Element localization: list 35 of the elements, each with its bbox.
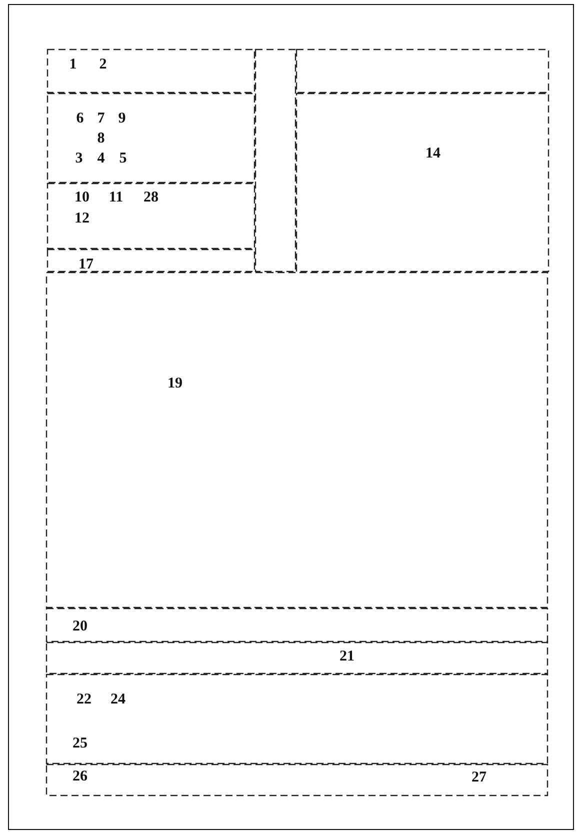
callout-number: 4	[97, 152, 105, 166]
callout-number: 12	[74, 212, 90, 226]
callout-number: 2	[99, 58, 107, 72]
callout-number: 25	[72, 736, 88, 752]
callout-number: 28	[144, 190, 158, 206]
callout-number: 6	[76, 112, 84, 126]
callout-number: 9	[118, 112, 126, 126]
callout-number: 17	[78, 258, 94, 272]
layout-zone	[47, 183, 255, 249]
callout-number: 3	[75, 152, 83, 166]
callout-number: 1	[69, 58, 77, 72]
layout-zone	[255, 49, 296, 272]
callout-number: 8	[97, 132, 105, 146]
layout-zone	[46, 608, 548, 642]
callout-number: 5	[119, 152, 127, 166]
callout-number: 10	[74, 190, 90, 206]
callout-number: 11	[108, 190, 124, 206]
layout-zone	[46, 642, 548, 674]
layout-zone	[46, 272, 548, 608]
callout-number: 22	[76, 692, 92, 708]
layout-zone	[47, 49, 255, 93]
callout-number: 20	[72, 620, 88, 634]
layout-zone	[296, 93, 549, 272]
callout-number: 24	[110, 692, 126, 708]
layout-zone	[47, 249, 255, 272]
callout-number: 14	[426, 146, 440, 162]
layout-zone	[296, 49, 549, 93]
layout-zone	[47, 93, 255, 183]
callout-number: 21	[340, 650, 354, 664]
layout-zone	[46, 764, 548, 796]
callout-number: 27	[472, 770, 486, 786]
callout-number: 19	[168, 376, 182, 392]
callout-number: 7	[97, 112, 105, 126]
callout-number: 26	[72, 770, 88, 784]
layout-zone	[46, 674, 548, 764]
